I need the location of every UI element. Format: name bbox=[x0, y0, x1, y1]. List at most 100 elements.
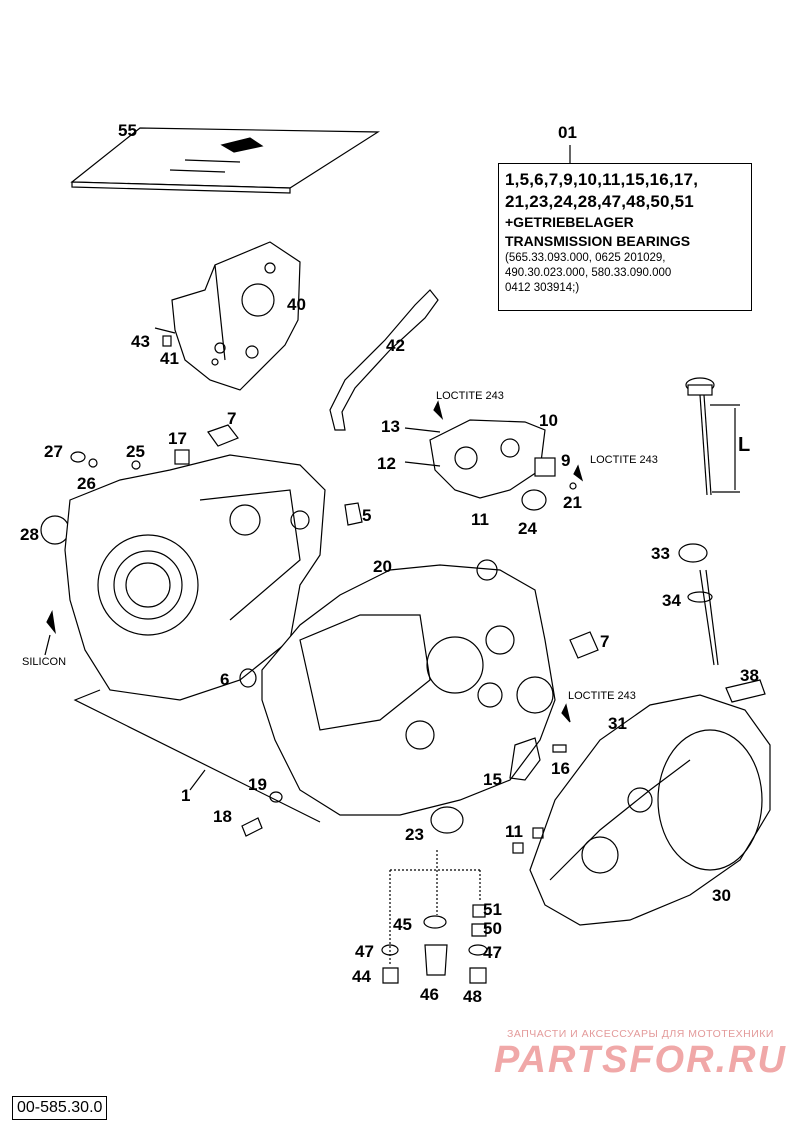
loctite-droplet-icon bbox=[561, 703, 571, 723]
callout-18: 18 bbox=[213, 807, 232, 826]
kit-line-2: 21,23,24,28,47,48,50,51 bbox=[505, 192, 694, 211]
silicon-note: SILICON bbox=[22, 656, 67, 668]
callout-27: 27 bbox=[44, 442, 63, 461]
callout-6: 6 bbox=[220, 670, 230, 689]
silicon-droplet-icon bbox=[46, 610, 56, 635]
callout-13: 13 bbox=[381, 417, 400, 436]
dimension-L-label: L bbox=[738, 434, 751, 456]
callout-43: 43 bbox=[131, 332, 150, 351]
callout-20: 20 bbox=[373, 557, 392, 576]
clip-15-drawing bbox=[509, 737, 541, 781]
callout-11b: 11 bbox=[505, 822, 523, 841]
assembly-bracket-1 bbox=[73, 689, 321, 823]
plug-44-drawing bbox=[382, 967, 399, 984]
callout-46: 46 bbox=[420, 985, 439, 1004]
clamp-38-drawing bbox=[725, 679, 766, 703]
callout-25: 25 bbox=[126, 442, 145, 461]
kit-line-6: 490.30.023.000, 580.33.090.000 bbox=[505, 267, 672, 279]
washer-19-drawing bbox=[269, 791, 283, 803]
callout-5: 5 bbox=[362, 506, 372, 525]
seal-ring-47a-drawing bbox=[381, 944, 399, 956]
bushing-6-drawing bbox=[239, 668, 257, 688]
bushing-7b-drawing bbox=[569, 631, 599, 659]
callout-1: 1 bbox=[181, 786, 191, 805]
callout-7a: 7 bbox=[227, 409, 237, 428]
callout-48: 48 bbox=[463, 987, 482, 1006]
small-parts-top-left bbox=[70, 424, 239, 470]
spring-50-drawing bbox=[471, 923, 487, 937]
callout-34: 34 bbox=[662, 591, 681, 610]
watermark: ЗАПЧАСТИ И АКСЕССУАРЫ ДЛЯ МОТОТЕХНИКИ PA… bbox=[488, 1028, 793, 1080]
callout-7b: 7 bbox=[600, 632, 610, 651]
dowel-11c-drawing bbox=[512, 842, 524, 854]
kit-line-1: 1,5,6,7,9,10,11,15,16,17, bbox=[505, 170, 699, 189]
callout-24: 24 bbox=[518, 519, 537, 538]
dowel-41-drawing bbox=[162, 335, 172, 347]
callout-45: 45 bbox=[393, 915, 412, 934]
callout-11a: 11 bbox=[471, 510, 489, 529]
left-crankcase-half-drawing bbox=[64, 454, 326, 701]
kit-contents-box: 1,5,6,7,9,10,11,15,16,17, 21,23,24,28,47… bbox=[498, 163, 752, 311]
watermark-tagline: ЗАПЧАСТИ И АКСЕССУАРЫ ДЛЯ МОТОТЕХНИКИ bbox=[507, 1028, 774, 1040]
kit-line-5: (565.33.093.000, 0625 201029, bbox=[505, 252, 666, 264]
loctite-note-lower: LOCTITE 243 bbox=[568, 690, 636, 702]
kit-line-7: 0412 303914;) bbox=[505, 282, 580, 294]
callout-38: 38 bbox=[740, 666, 759, 685]
loctite-droplet-icon bbox=[573, 464, 584, 482]
right-crankcase-half-drawing bbox=[261, 559, 556, 816]
callout-26: 26 bbox=[77, 474, 96, 493]
seal-ring-47b-drawing bbox=[468, 944, 488, 956]
callout-41: 41 bbox=[160, 349, 179, 368]
plug-48-drawing bbox=[469, 967, 487, 984]
callout-17: 17 bbox=[168, 429, 187, 448]
kit-line-3: +GETRIEBELAGER bbox=[505, 214, 634, 230]
oil-screen-assembly-drawing bbox=[389, 850, 481, 965]
screw-16-drawing bbox=[552, 744, 567, 753]
drawing-number: 00-585.30.0 bbox=[12, 1096, 108, 1120]
callout-55: 55 bbox=[118, 121, 137, 140]
oil-screen-46-drawing bbox=[424, 944, 448, 976]
callout-19: 19 bbox=[248, 775, 267, 794]
shaft-seal-28-drawing bbox=[40, 515, 70, 545]
bushing-5-drawing bbox=[344, 502, 363, 526]
screw-43-drawing bbox=[154, 327, 176, 334]
callout-21: 21 bbox=[563, 493, 582, 512]
callout-31: 31 bbox=[608, 714, 627, 733]
o-ring-45-drawing bbox=[423, 915, 447, 929]
dowel-11b-drawing bbox=[532, 827, 544, 839]
callout-44: 44 bbox=[352, 967, 371, 986]
callout-40: 40 bbox=[287, 295, 306, 314]
callout-47b: 47 bbox=[483, 943, 502, 962]
silicon-leader bbox=[44, 634, 51, 656]
callout-47a: 47 bbox=[355, 942, 374, 961]
callout-12: 12 bbox=[377, 454, 396, 473]
clutch-cover-drawing bbox=[529, 694, 771, 926]
seal-23-drawing bbox=[430, 806, 464, 834]
callout-10: 10 bbox=[539, 411, 558, 430]
kit-header-label: 01 bbox=[558, 123, 577, 142]
oil-filler-plug-drawing bbox=[678, 543, 719, 666]
spacer-51-drawing bbox=[472, 904, 486, 918]
dipstick-drawing bbox=[685, 377, 740, 496]
bracket-10-drawing bbox=[404, 419, 577, 511]
callout-15: 15 bbox=[483, 770, 502, 789]
callout-50: 50 bbox=[483, 919, 502, 938]
callout-28: 28 bbox=[20, 525, 39, 544]
assembly-leader-1 bbox=[189, 769, 206, 791]
callout-16: 16 bbox=[551, 759, 570, 778]
loctite-droplet-icon bbox=[433, 400, 444, 420]
callout-51: 51 bbox=[483, 900, 502, 919]
kit-line-4: TRANSMISSION BEARINGS bbox=[505, 233, 691, 249]
watermark-logo: PARTSFOR.RU bbox=[494, 1039, 787, 1081]
loctite-note-right: LOCTITE 243 bbox=[590, 454, 658, 466]
front-sprocket-cover-drawing bbox=[171, 241, 301, 391]
callout-23: 23 bbox=[405, 825, 424, 844]
callout-30: 30 bbox=[712, 886, 731, 905]
callout-42: 42 bbox=[386, 336, 405, 355]
callout-9: 9 bbox=[561, 451, 571, 470]
screw-18-drawing bbox=[241, 817, 263, 837]
callout-33: 33 bbox=[651, 544, 670, 563]
guide-strip-42-drawing bbox=[329, 289, 439, 431]
loctite-note-top: LOCTITE 243 bbox=[436, 390, 504, 402]
